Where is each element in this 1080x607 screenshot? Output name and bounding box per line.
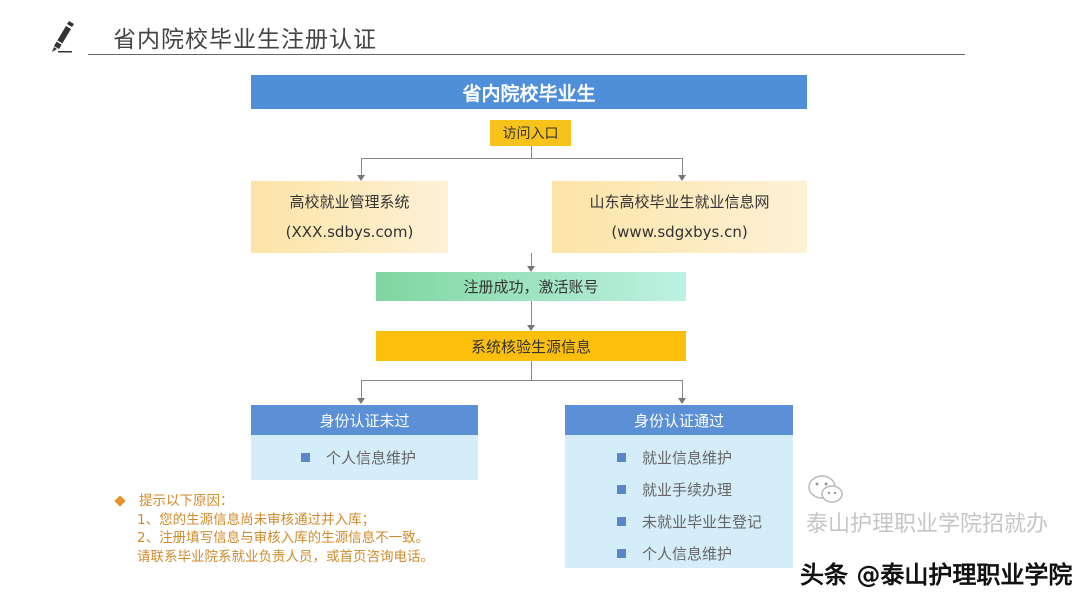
- connector: [361, 380, 683, 381]
- wechat-icon: [808, 475, 843, 503]
- system-box-employment-management[interactable]: 高校就业管理系统 (XXX.sdbys.com): [251, 181, 448, 253]
- connector: [361, 158, 683, 159]
- bullet-icon: [617, 484, 626, 494]
- arrow-icon: [678, 175, 686, 181]
- list-item[interactable]: 就业信息维护: [617, 441, 793, 473]
- list-item[interactable]: 个人信息维护: [301, 441, 478, 473]
- system-url[interactable]: (XXX.sdbys.com): [285, 223, 414, 241]
- connector: [531, 361, 532, 380]
- item-label: 个人信息维护: [326, 448, 417, 467]
- list-item[interactable]: 个人信息维护: [617, 537, 793, 569]
- connector: [682, 158, 683, 175]
- arrow-icon: [527, 266, 535, 272]
- register-step: 注册成功，激活账号: [376, 272, 686, 301]
- connector: [531, 301, 532, 326]
- note-line: 1、您的生源信息尚未审核通过并入库；: [137, 511, 376, 528]
- connector: [531, 146, 532, 158]
- passed-header: 身份认证通过: [565, 405, 793, 435]
- wechat-watermark: 泰山护理职业学院招就办: [806, 512, 1049, 537]
- note-line: 请联系毕业院系就业负责人员，或首页咨询电话。: [137, 548, 434, 565]
- list-item[interactable]: 未就业毕业生登记: [617, 505, 793, 537]
- failed-body: 个人信息维护: [251, 435, 478, 480]
- notes-heading: 提示以下原因：: [139, 493, 234, 509]
- access-entry: 访问入口: [490, 120, 571, 146]
- bullet-icon: [301, 452, 310, 462]
- bullet-icon: [617, 516, 626, 526]
- note-line: 2、注册填写信息与审核入库的生源信息不一致。: [137, 530, 430, 546]
- notes: 提示以下原因： 1、您的生源信息尚未审核通过并入库； 2、注册填写信息与审核入库…: [117, 492, 434, 566]
- item-label: 未就业毕业生登记: [642, 512, 763, 531]
- system-name: 山东高校毕业生就业信息网: [589, 193, 770, 211]
- pencil-icon: [52, 21, 74, 53]
- arrow-icon: [357, 398, 365, 404]
- graduates-banner: 省内院校毕业生: [251, 75, 807, 109]
- failed-header: 身份认证未过: [251, 405, 478, 435]
- arrow-icon: [357, 175, 365, 181]
- bullet-icon: [617, 452, 626, 462]
- item-label: 就业手续办理: [642, 480, 733, 499]
- connector: [361, 158, 362, 175]
- page-title: 省内院校毕业生注册认证: [113, 27, 377, 53]
- passed-body: 就业信息维护 就业手续办理 未就业毕业生登记 个人信息维护: [565, 435, 793, 568]
- bullet-icon: [617, 548, 626, 558]
- system-url[interactable]: (www.sdgxbys.cn): [611, 223, 748, 241]
- connector: [682, 380, 683, 399]
- toutiao-watermark: 头条 @泰山护理职业学院: [800, 561, 1073, 589]
- verify-step: 系统核验生源信息: [376, 331, 686, 361]
- item-label: 就业信息维护: [642, 448, 733, 467]
- title-divider: [88, 54, 965, 55]
- arrow-icon: [527, 325, 535, 331]
- system-box-employment-info-net[interactable]: 山东高校毕业生就业信息网 (www.sdgxbys.cn): [552, 181, 807, 253]
- system-name: 高校就业管理系统: [289, 193, 410, 211]
- connector: [531, 253, 532, 267]
- list-item[interactable]: 就业手续办理: [617, 473, 793, 505]
- item-label: 个人信息维护: [642, 544, 733, 563]
- connector: [361, 380, 362, 399]
- arrow-icon: [678, 398, 686, 404]
